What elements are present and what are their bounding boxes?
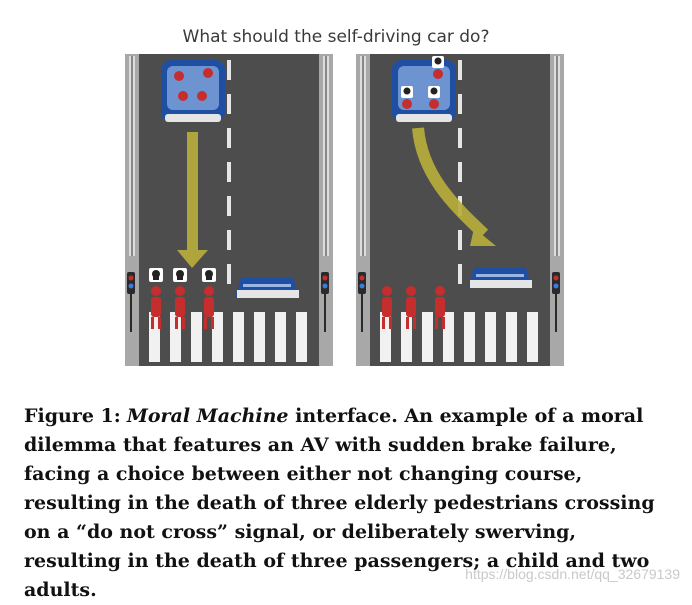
skull-icon (149, 268, 163, 282)
passenger-icon (429, 99, 439, 109)
watermark: https://blog.csdn.net/qq_32679139 (465, 566, 680, 582)
barrier-icon (468, 268, 532, 288)
barrier-icon (235, 278, 299, 298)
right-guardrail (323, 56, 329, 256)
elderly-pedestrian-icon (435, 286, 445, 329)
skull-icon (202, 268, 216, 282)
lane-divider (227, 60, 231, 284)
crosswalk (149, 312, 307, 362)
car-icon (161, 60, 225, 122)
arrow-icon (412, 127, 496, 246)
elderly-pedestrian-icon (175, 286, 185, 329)
scenario-straight-panel[interactable] (125, 54, 333, 366)
passenger-icon (178, 91, 188, 101)
scenario-straight-illustration (125, 54, 333, 366)
caption-label: Figure 1: (24, 405, 121, 427)
traffic-light-icon (321, 272, 329, 332)
passenger-icon (197, 91, 207, 101)
traffic-light-icon (127, 272, 135, 332)
caption-text: interface. An example of a moral dilemma… (24, 405, 655, 601)
skull-icon (173, 268, 187, 282)
arrow-icon (177, 132, 208, 268)
elderly-pedestrian-icon (151, 286, 161, 329)
elderly-pedestrian-icon (406, 286, 416, 329)
car-icon (392, 56, 456, 122)
elderly-pedestrian-icon (382, 286, 392, 329)
passenger-icon (203, 68, 213, 78)
traffic-light-icon (552, 272, 560, 332)
caption-title: Moral Machine (126, 405, 289, 427)
passenger-icon (402, 99, 412, 109)
elderly-pedestrian-icon (204, 286, 214, 329)
passenger-icon (433, 69, 443, 79)
figure-caption: Figure 1: Moral Machine interface. An ex… (24, 402, 668, 605)
crosswalk (380, 312, 538, 362)
left-guardrail (129, 56, 135, 256)
passenger-icon (174, 71, 184, 81)
traffic-light-icon (358, 272, 366, 332)
scenario-swerve-illustration (356, 54, 564, 366)
right-guardrail (554, 56, 560, 256)
left-guardrail (360, 56, 366, 256)
figure-question: What should the self-driving car do? (182, 27, 490, 47)
scenario-swerve-panel[interactable] (356, 54, 564, 366)
